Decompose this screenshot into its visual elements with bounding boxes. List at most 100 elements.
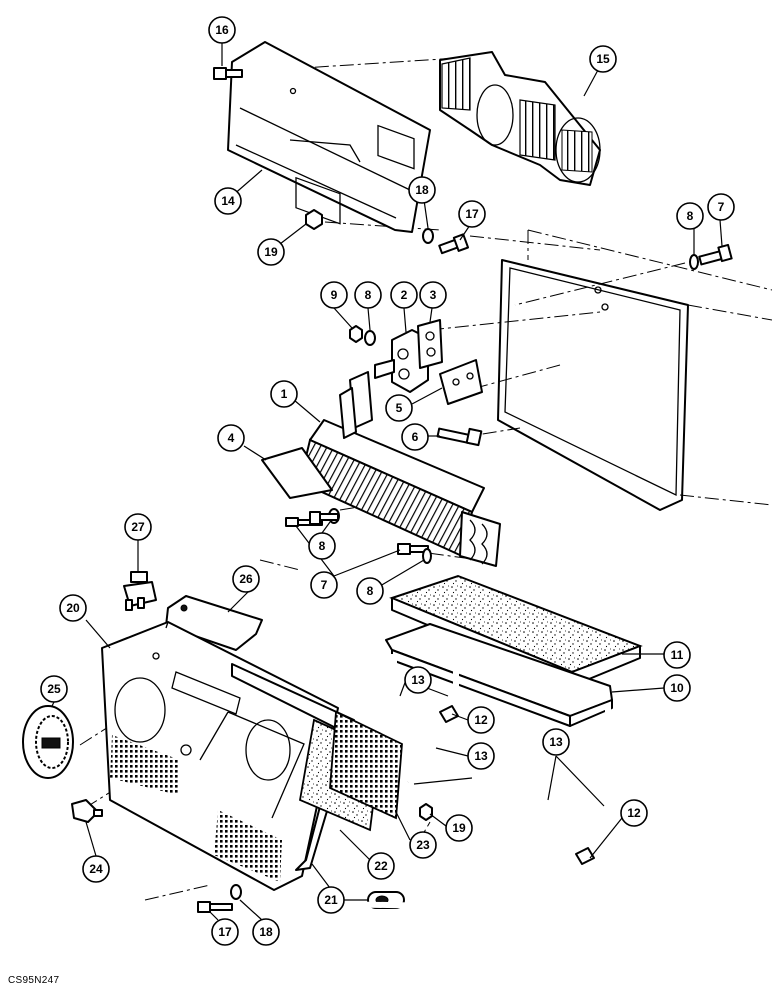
cab-wall-panel bbox=[497, 229, 772, 511]
hose-clamp-12-lower bbox=[575, 847, 595, 865]
callout-label: 1 bbox=[281, 387, 288, 401]
callout-20: 20 bbox=[59, 594, 87, 622]
callout-21: 21 bbox=[317, 886, 345, 914]
callout-label: 13 bbox=[411, 673, 425, 687]
callout-7: 7 bbox=[707, 193, 735, 221]
callout-7: 7 bbox=[310, 571, 338, 599]
callout-10: 10 bbox=[663, 674, 691, 702]
blower-assembly bbox=[439, 51, 601, 186]
callout-label: 17 bbox=[465, 207, 479, 221]
bolt-7-upper-right bbox=[698, 243, 733, 266]
callout-3: 3 bbox=[419, 281, 447, 309]
callout-label: 14 bbox=[221, 194, 235, 208]
callout-13: 13 bbox=[404, 666, 432, 694]
callout-label: 9 bbox=[331, 288, 338, 302]
callout-4: 4 bbox=[217, 424, 245, 452]
callout-label: 24 bbox=[89, 862, 103, 876]
switch-27 bbox=[123, 571, 157, 611]
callout-label: 4 bbox=[228, 431, 235, 445]
knob-25 bbox=[22, 705, 74, 779]
screen-23 bbox=[329, 710, 403, 820]
blower-bracket bbox=[227, 41, 431, 233]
callout-19: 19 bbox=[257, 238, 285, 266]
bolt-6 bbox=[436, 427, 483, 447]
plate-5 bbox=[439, 359, 483, 405]
bolt-17-lower bbox=[197, 901, 233, 913]
callout-label: 8 bbox=[365, 288, 372, 302]
callout-label: 13 bbox=[549, 735, 563, 749]
callout-1: 1 bbox=[270, 380, 298, 408]
bolt-17-upper bbox=[438, 233, 470, 255]
callout-label: 2 bbox=[401, 288, 408, 302]
callout-17: 17 bbox=[211, 918, 239, 946]
callout-16: 16 bbox=[208, 16, 236, 44]
callout-8: 8 bbox=[308, 532, 336, 560]
callout-label: 6 bbox=[412, 430, 419, 444]
callout-label: 3 bbox=[430, 288, 437, 302]
housing-20 bbox=[101, 621, 339, 891]
callout-18: 18 bbox=[408, 176, 436, 204]
callout-label: 18 bbox=[415, 183, 429, 197]
callout-label: 8 bbox=[687, 209, 694, 223]
callout-6: 6 bbox=[401, 423, 429, 451]
callout-label: 21 bbox=[324, 893, 338, 907]
callout-11: 11 bbox=[663, 641, 691, 669]
callout-18: 18 bbox=[252, 918, 280, 946]
callout-17: 17 bbox=[458, 200, 486, 228]
figure-code: CS95N247 bbox=[8, 975, 60, 986]
nut-9 bbox=[349, 325, 363, 343]
nut-19-lower bbox=[419, 803, 433, 821]
washer-8-valve bbox=[364, 330, 376, 346]
callout-8: 8 bbox=[354, 281, 382, 309]
callout-12: 12 bbox=[620, 799, 648, 827]
callout-label: 8 bbox=[367, 584, 374, 598]
callout-22: 22 bbox=[367, 852, 395, 880]
callout-label: 18 bbox=[259, 925, 273, 939]
callout-24: 24 bbox=[82, 855, 110, 883]
callout-25: 25 bbox=[40, 675, 68, 703]
callout-label: 16 bbox=[215, 23, 229, 37]
callout-8: 8 bbox=[356, 577, 384, 605]
callout-label: 20 bbox=[66, 601, 80, 615]
drain-hoses-13 bbox=[329, 654, 611, 910]
callout-14: 14 bbox=[214, 187, 242, 215]
callout-5: 5 bbox=[385, 394, 413, 422]
callout-23: 23 bbox=[409, 831, 437, 859]
callout-label: 7 bbox=[718, 200, 725, 214]
callout-15: 15 bbox=[589, 45, 617, 73]
callout-label: 19 bbox=[452, 821, 466, 835]
callout-label: 25 bbox=[47, 682, 61, 696]
gasket-3 bbox=[417, 319, 443, 369]
callout-26: 26 bbox=[232, 565, 260, 593]
bolt-7-lower-b bbox=[309, 511, 339, 525]
callout-27: 27 bbox=[124, 513, 152, 541]
nut-19-upper bbox=[305, 209, 323, 230]
callout-13: 13 bbox=[542, 728, 570, 756]
callout-12: 12 bbox=[467, 706, 495, 734]
washer-18-lower bbox=[230, 884, 242, 900]
bolt-16 bbox=[213, 67, 243, 80]
callout-label: 13 bbox=[474, 749, 488, 763]
callouts: 16 15 14 19 18 17 8 7 9 8 2 3 1 5 4 6 27… bbox=[40, 16, 735, 946]
washer-8-lower-b bbox=[422, 548, 432, 564]
callout-label: 15 bbox=[596, 52, 610, 66]
callout-label: 23 bbox=[416, 838, 430, 852]
callout-9: 9 bbox=[320, 281, 348, 309]
callout-2: 2 bbox=[390, 281, 418, 309]
callout-label: 5 bbox=[396, 401, 403, 415]
bracket-4 bbox=[261, 447, 333, 499]
callout-label: 26 bbox=[239, 572, 253, 586]
evaporator-core-1 bbox=[298, 371, 501, 567]
callout-label: 12 bbox=[474, 713, 488, 727]
callout-label: 12 bbox=[627, 806, 641, 820]
callout-label: 19 bbox=[264, 245, 278, 259]
callout-label: 27 bbox=[131, 520, 145, 534]
callout-8: 8 bbox=[676, 202, 704, 230]
callout-label: 22 bbox=[374, 859, 388, 873]
callout-label: 10 bbox=[670, 681, 684, 695]
callout-label: 11 bbox=[671, 648, 684, 662]
callout-13: 13 bbox=[467, 742, 495, 770]
washer-8-upper-right bbox=[689, 254, 699, 270]
callout-19: 19 bbox=[445, 814, 473, 842]
